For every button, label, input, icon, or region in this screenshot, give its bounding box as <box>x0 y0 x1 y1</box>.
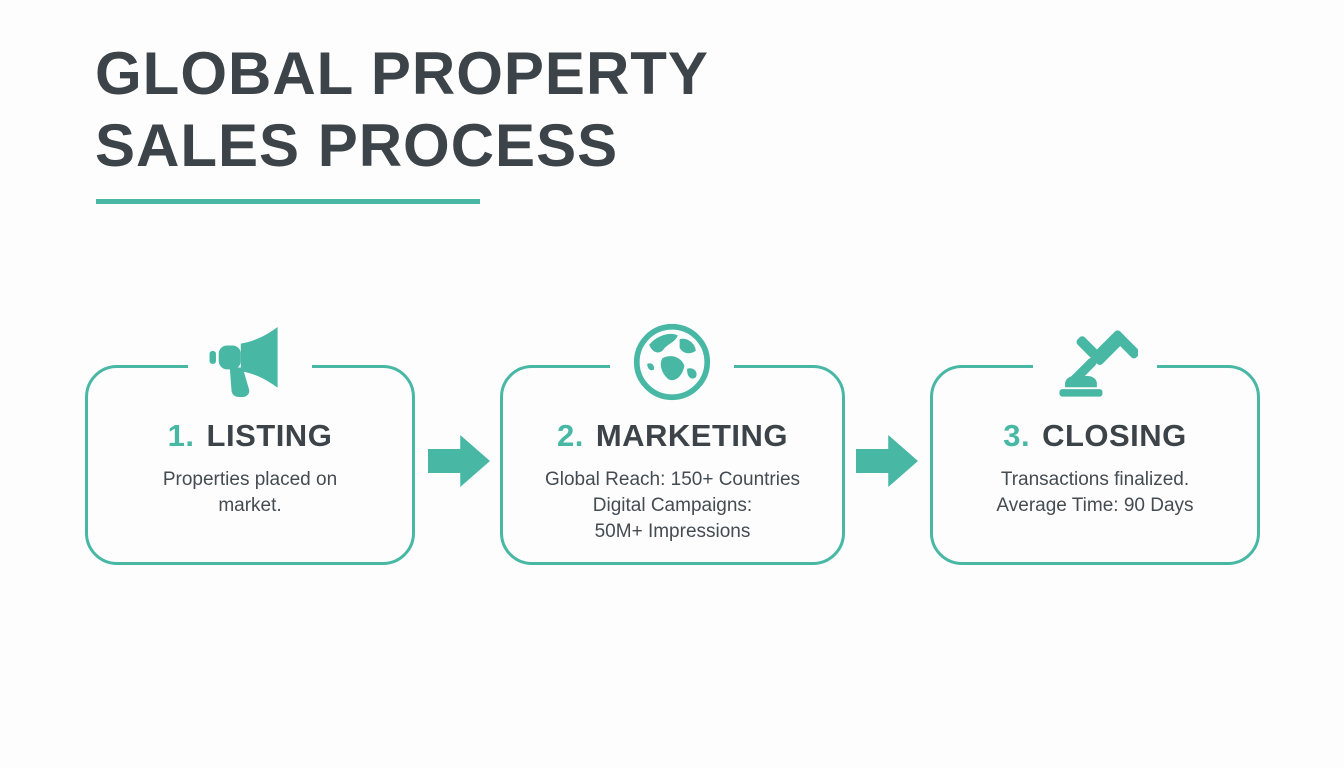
step-card-marketing: 2. MARKETING Global Reach: 150+ Countrie… <box>500 365 845 565</box>
step-number: 3. <box>1003 418 1031 453</box>
step-description: Properties placed on market. <box>162 469 338 517</box>
title-underline <box>96 199 480 204</box>
arrow-right-icon <box>428 435 490 487</box>
step-description: Transactions finalized. Average Time: 90… <box>996 469 1194 517</box>
step-number: 1. <box>167 418 195 453</box>
step-description: Global Reach: 150+ Countries Digital Cam… <box>544 469 801 543</box>
step-label: MARKETING <box>595 418 789 453</box>
step-header: 3. CLOSING <box>1003 418 1187 454</box>
step-number: 2. <box>556 418 584 453</box>
page-title-line-1: GLOBAL PROPERTY <box>95 40 709 107</box>
step-header: 1. LISTING <box>168 418 333 454</box>
page-title: GLOBAL PROPERTY SALES PROCESS <box>95 38 709 182</box>
step-header: 2. MARKETING <box>557 418 788 454</box>
globe-icon <box>610 318 734 406</box>
step-label: CLOSING <box>1042 418 1187 453</box>
page-title-line-2: SALES PROCESS <box>95 112 619 179</box>
gavel-icon <box>1033 318 1157 406</box>
step-label: LISTING <box>206 418 333 453</box>
megaphone-icon <box>188 318 312 406</box>
arrow-right-icon <box>856 435 918 487</box>
